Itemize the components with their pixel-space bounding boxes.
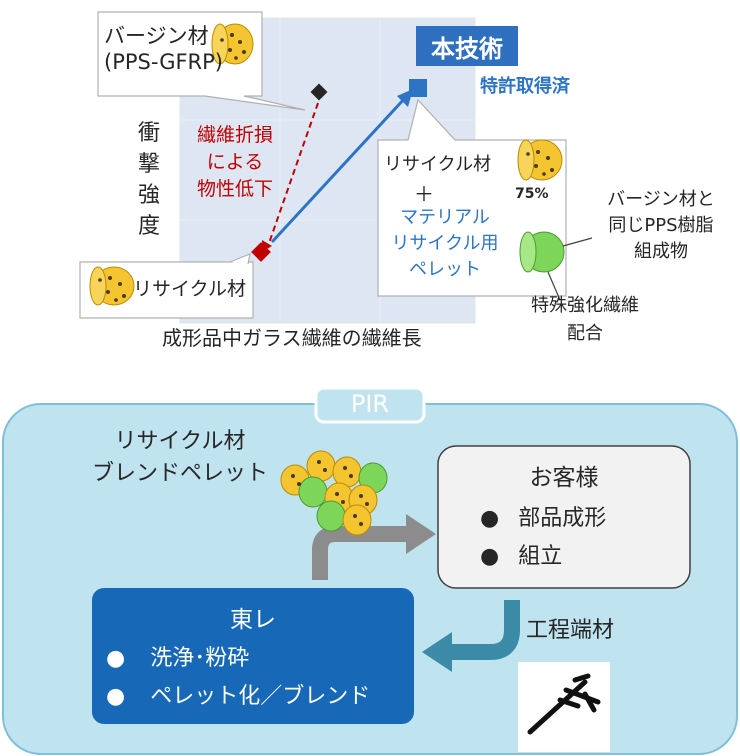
pir-label: PIR (350, 390, 390, 418)
virgin-sublabel: (PPS-GFRP) (104, 50, 223, 74)
tech-title: 本技術 (431, 35, 503, 63)
virgin-marker (310, 83, 328, 101)
special-fiber-label: 特殊強化繊維 配合 (531, 295, 639, 344)
tech-marker (409, 79, 427, 97)
improvement-arrow (270, 96, 407, 244)
teal-arrow (450, 600, 520, 660)
toray-box (92, 588, 414, 724)
blend-label: リサイクル材 ブレンドペレット (91, 429, 268, 486)
pir-cycle-diagram: PIR リサイクル材 ブレンドペレット お客様 ● 部品成形 ● 組立 東レ ●… (0, 380, 740, 756)
callout-recycled-label: リサイクル材 (384, 154, 492, 175)
scrap-label: 工程端材 (526, 618, 615, 643)
x-axis-label: 成形品中ガラス繊維の繊維長 (162, 326, 422, 350)
gray-arrow-head (406, 514, 436, 554)
recycled-marker (251, 242, 271, 262)
patent-label: 特許取得済 (480, 76, 570, 97)
y-axis-label: 衝 撃 強 度 (137, 121, 160, 239)
scrap-image (518, 662, 610, 752)
same-resin-connector (562, 237, 593, 247)
degradation-label: 繊維折損 による 物性低下 (196, 124, 273, 200)
bullet-icon: ● (106, 646, 126, 671)
impact-strength-diagram: バージン材 (PPS-GFRP) 衝 撃 強 度 繊維折損 による 物性低下 リ… (79, 11, 715, 350)
customer-title: お客様 (529, 465, 599, 491)
pir-graphics (2, 386, 738, 755)
yellow-pellet-tech (517, 139, 563, 181)
scrap-icon (527, 673, 601, 735)
yellow-pellet-recycled (89, 266, 135, 306)
callout-pellet-label: マテリアル リサイクル用 ペレット (391, 207, 499, 280)
diagram-graphics (79, 11, 593, 324)
callout-percent: 75% (515, 186, 549, 202)
degradation-arrow (267, 102, 319, 247)
recycled-label: リサイクル材 (133, 278, 247, 300)
teal-arrow-head (422, 632, 452, 672)
bullet-icon: ● (480, 506, 500, 531)
gray-arrow (312, 526, 408, 580)
virgin-label: バージン材 (104, 24, 209, 48)
green-pellet (519, 231, 565, 273)
yellow-pellet-virgin (211, 23, 254, 65)
customer-item-1: ● 部品成形 (480, 506, 607, 531)
callout-plus: ＋ (414, 182, 434, 206)
tech-title-box (416, 26, 518, 66)
blend-pellet-cluster (280, 450, 388, 536)
toray-item-1: ● 洗浄･粉砕 (106, 646, 250, 671)
bullet-icon: ● (106, 684, 126, 709)
bullet-icon: ● (480, 544, 500, 569)
customer-item-2: ● 組立 (480, 544, 563, 569)
toray-item-2: ● ペレット化／ブレンド (106, 684, 371, 709)
customer-box (437, 445, 691, 589)
special-fiber-connector (547, 271, 561, 301)
toray-title: 東レ (230, 607, 276, 633)
same-resin-label: バージン材と 同じPPS樹脂 組成物 (607, 189, 715, 262)
pir-tab (314, 386, 426, 424)
virgin-callout (97, 11, 306, 111)
